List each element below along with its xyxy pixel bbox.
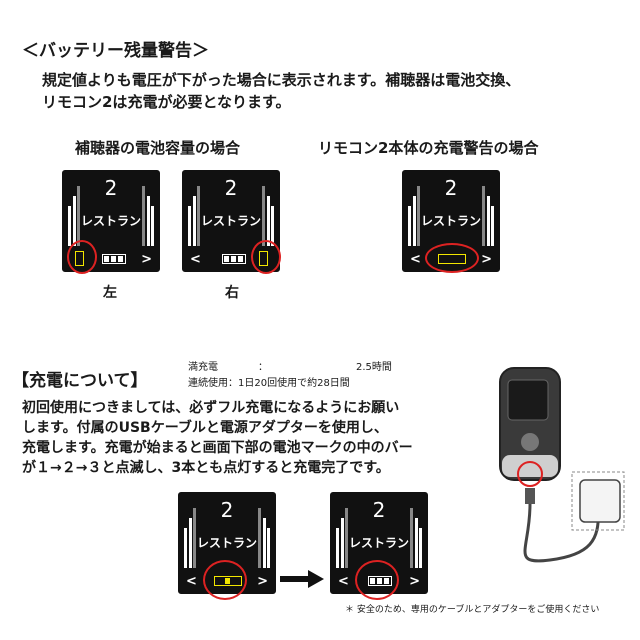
right-arrow-icon: > bbox=[409, 574, 420, 589]
volume-bars-left bbox=[68, 184, 80, 246]
left-arrow-icon: < bbox=[190, 252, 201, 267]
program-number: 2 bbox=[220, 498, 234, 522]
volume-bars-right bbox=[258, 506, 270, 568]
right-arrow-icon: > bbox=[257, 574, 268, 589]
battery-icon bbox=[102, 254, 126, 264]
highlight-ring bbox=[355, 560, 399, 600]
warning-heading: ＜バッテリー残量警告＞ bbox=[22, 41, 209, 61]
volume-bars-left bbox=[408, 184, 420, 246]
highlight-ring bbox=[251, 240, 281, 274]
highlight-ring bbox=[67, 240, 97, 274]
program-name: レストラン bbox=[420, 214, 481, 228]
battery-icon bbox=[222, 254, 246, 264]
full-charge-value: 2.5時間 bbox=[356, 362, 392, 373]
volume-bars-right bbox=[482, 184, 494, 246]
charging-heading: 【充電について】 bbox=[12, 371, 148, 391]
program-number: 2 bbox=[372, 498, 386, 522]
caption-hearing-aid: 補聴器の電池容量の場合 bbox=[75, 139, 241, 157]
program-name: レストラン bbox=[196, 536, 257, 550]
full-charge-label: 満充電 bbox=[188, 362, 218, 373]
highlight-ring bbox=[203, 560, 247, 600]
caption-remote: リモコン2本体の充電警告の場合 bbox=[318, 139, 539, 157]
lcd-screen-charged: 2 レストラン < > bbox=[330, 492, 428, 594]
program-name: レストラン bbox=[348, 536, 409, 550]
volume-bars-left bbox=[336, 506, 348, 568]
label-right: 右 bbox=[225, 285, 239, 301]
charging-para-2: します。付属のUSBケーブルと電源アダプターを使用し、 bbox=[22, 420, 388, 436]
left-arrow-icon: < bbox=[410, 252, 421, 267]
program-name: レストラン bbox=[80, 214, 141, 228]
left-arrow-icon: < bbox=[186, 574, 197, 589]
left-arrow-icon: < bbox=[338, 574, 349, 589]
full-charge-colon: ： bbox=[258, 362, 268, 373]
charging-para-3: 充電します。充電が始まると画面下部の電池マークの中のバー bbox=[22, 440, 413, 456]
volume-bars-right bbox=[142, 184, 154, 246]
charging-para-4: が１→２→３と点滅し、3本とも点灯すると充電完了です。 bbox=[22, 460, 390, 476]
warning-line-1: 規定値よりも電圧が下がった場合に表示されます。補聴器は電池交換、 bbox=[42, 71, 521, 89]
highlight-ring bbox=[425, 243, 479, 273]
continuous-use: 連続使用：1日20回使用で約28日間 bbox=[188, 378, 350, 389]
program-number: 2 bbox=[444, 176, 458, 200]
volume-bars-right bbox=[410, 506, 422, 568]
right-arrow-icon: > bbox=[141, 252, 152, 267]
warning-line-2: リモコン2は充電が必要となります。 bbox=[42, 93, 291, 111]
volume-bars-right bbox=[262, 184, 274, 246]
safety-note: ＊ 安全のため、専用のケーブルとアダプターをご使用ください bbox=[345, 605, 600, 615]
right-arrow-icon: > bbox=[481, 252, 492, 267]
program-number: 2 bbox=[224, 176, 238, 200]
volume-bars-left bbox=[188, 184, 200, 246]
label-left: 左 bbox=[103, 285, 117, 301]
volume-bars-left bbox=[184, 506, 196, 568]
right-arrow-icon bbox=[280, 570, 324, 588]
charging-para-1: 初回使用につきましては、必ずフル充電になるようにお願い bbox=[22, 400, 400, 416]
program-name: レストラン bbox=[200, 214, 261, 228]
remote-charging-illustration bbox=[499, 367, 625, 563]
program-number: 2 bbox=[104, 176, 118, 200]
